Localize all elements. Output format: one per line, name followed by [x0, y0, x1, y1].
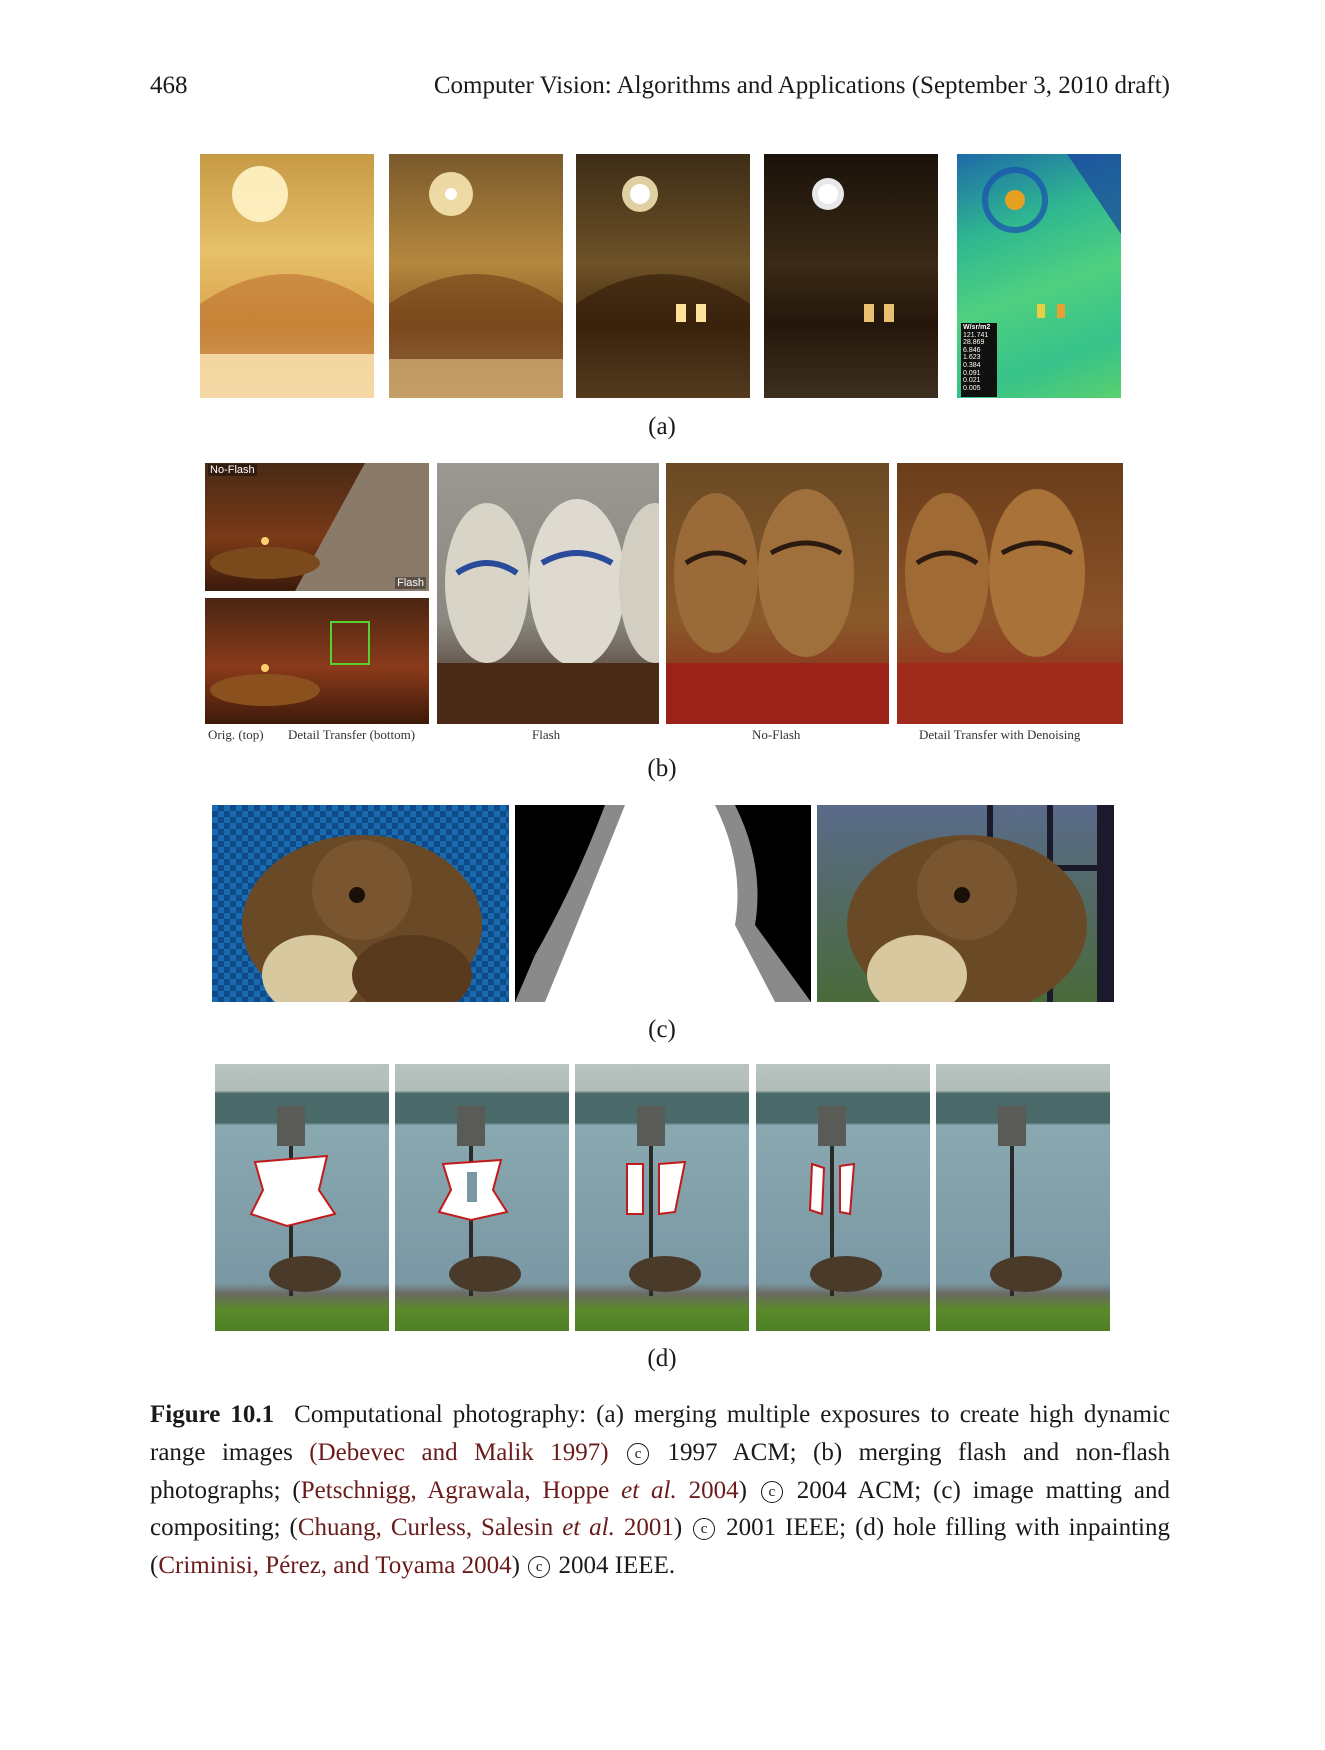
caption-text: ) [511, 1552, 527, 1580]
subfigure-label-d: (d) [647, 1345, 677, 1372]
caption-text: 1997 ACM; (b) merging flash and non-flas… [150, 1438, 1170, 1504]
alpha-matte-image [515, 805, 811, 1002]
legend-value: 0.091 [963, 369, 981, 377]
copyright-icon: c [693, 1518, 716, 1541]
radiance-legend: W/sr/m2 121.741 28.869 6.846 1.623 0.384… [961, 323, 997, 397]
hdr-exposure-1-image [200, 154, 374, 398]
hdr-exposure-2-image [389, 154, 563, 398]
composited-result-image [817, 805, 1114, 1002]
legend-unit: W/sr/m2 [963, 324, 991, 331]
caption-text: 2001 IEEE; (d) hole filling with inpaint… [150, 1514, 1170, 1580]
flash-overlay-label: Flash [395, 577, 426, 589]
inpainting-step-1-image [215, 1064, 389, 1331]
figure-label: Figure 10.1 [150, 1401, 275, 1428]
citation-link[interactable]: Criminisi, Pérez, and Toyama 2004 [158, 1552, 512, 1580]
caption-text: ) [673, 1514, 692, 1542]
flash-photo-image [437, 463, 659, 724]
copyright-icon: c [627, 1442, 650, 1465]
subfigure-label-a: (a) [648, 413, 676, 440]
citation-link[interactable]: (Debevec and Malik 1997) [309, 1438, 609, 1466]
matting-input-image [212, 805, 509, 1002]
copyright-icon: c [528, 1556, 551, 1579]
subfigure-label-b: (b) [647, 755, 677, 782]
no-flash-label: No-Flash [752, 727, 801, 742]
hdr-exposure-3-image [576, 154, 750, 398]
no-flash-photo-image [666, 463, 889, 724]
hdr-exposure-4-image [764, 154, 938, 398]
inpainting-step-2-image [395, 1064, 569, 1331]
legend-value: 6.846 [963, 346, 981, 354]
orig-top-label: Orig. (top) [208, 727, 264, 742]
page-header: 468 Computer Vision: Algorithms and Appl… [150, 72, 1170, 108]
detail-transfer-denoising-image [897, 463, 1123, 724]
caption-text: Computational photography: (a) merging m… [150, 1401, 1170, 1466]
inpainting-step-4-image [756, 1064, 930, 1331]
no-flash-flash-comparison-image: No-Flash Flash [205, 463, 429, 591]
legend-value: 121.741 [963, 331, 989, 339]
running-title: Computer Vision: Algorithms and Applicat… [433, 72, 1170, 99]
citation-link[interactable]: Petschnigg, Agrawala, Hoppe et al. 2004 [300, 1476, 739, 1504]
detail-transfer-bottom-label: Detail Transfer (bottom) [288, 727, 416, 742]
legend-value: 28.869 [963, 339, 985, 347]
caption-text: 2004 ACM; (c) image matting and composit… [150, 1476, 1171, 1542]
detail-transfer-denoising-label: Detail Transfer with Denoising [919, 727, 1081, 742]
citation-link[interactable]: Chuang, Curless, Salesin et al. 2001 [297, 1514, 674, 1542]
inpainting-step-3-image [575, 1064, 749, 1331]
inpainting-final-image [936, 1064, 1110, 1331]
flash-label: Flash [532, 727, 561, 742]
legend-value: 0.021 [963, 377, 981, 385]
caption-text: ) [738, 1476, 759, 1504]
legend-value: 0.005 [963, 384, 981, 392]
legend-value: 0.384 [963, 361, 981, 369]
subfigure-label-c: (c) [648, 1016, 676, 1043]
page-number: 468 [150, 72, 188, 99]
caption-text: 2004 IEEE. [558, 1552, 676, 1580]
legend-value: 1.623 [963, 354, 981, 362]
detail-transfer-result-image [205, 598, 429, 724]
no-flash-overlay-label: No-Flash [208, 464, 257, 476]
copyright-icon: c [760, 1480, 783, 1503]
